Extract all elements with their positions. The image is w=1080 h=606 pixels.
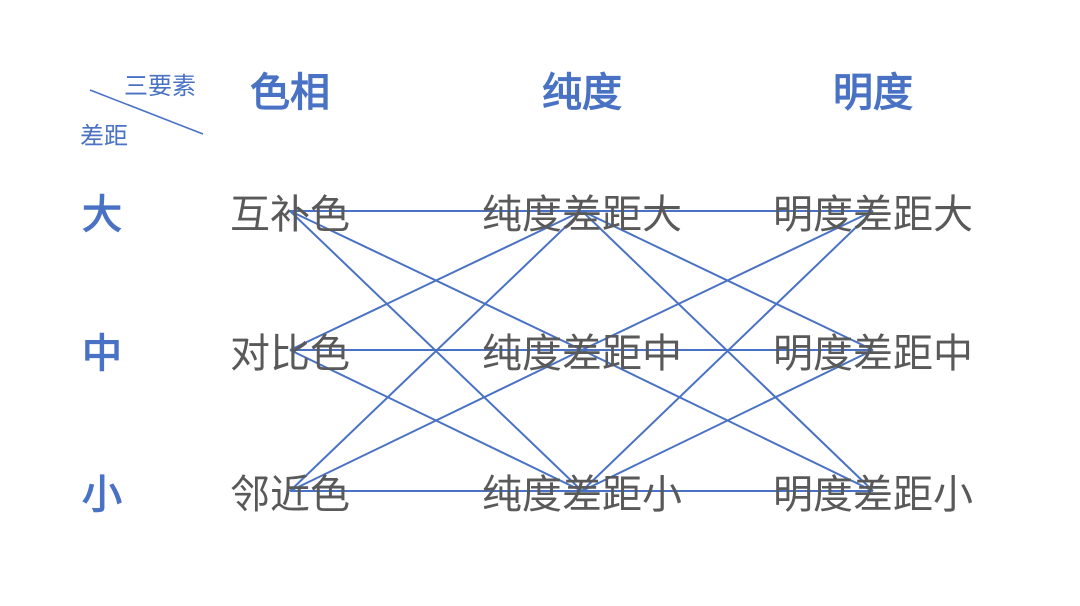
cell-saturation-small: 纯度差距小	[482, 472, 682, 518]
row-label-small: 小	[82, 472, 122, 518]
header-brightness: 明度	[833, 70, 913, 116]
row-label-medium: 中	[82, 331, 122, 377]
corner-top-label: 三要素	[124, 72, 196, 100]
link-line	[289, 210, 583, 351]
link-line	[581, 210, 874, 351]
corner-divider-line	[89, 89, 204, 135]
cell-hue-medium: 对比色	[230, 331, 350, 377]
link-lines-group	[289, 210, 874, 492]
cell-brightness-large: 明度差距大	[773, 192, 973, 238]
cell-hue-small: 邻近色	[230, 472, 350, 518]
cell-saturation-large: 纯度差距大	[482, 192, 682, 238]
row-label-large: 大	[82, 192, 122, 238]
header-saturation: 纯度	[542, 70, 622, 116]
corner-bottom-label: 差距	[80, 122, 128, 150]
cell-saturation-medium: 纯度差距中	[482, 331, 682, 377]
link-line	[289, 210, 583, 492]
cell-brightness-medium: 明度差距中	[773, 331, 973, 377]
cell-hue-large: 互补色	[230, 192, 350, 238]
link-line	[581, 349, 874, 492]
header-hue: 色相	[250, 70, 330, 116]
cell-brightness-small: 明度差距小	[773, 472, 973, 518]
link-line	[581, 210, 874, 492]
link-line	[289, 349, 583, 492]
